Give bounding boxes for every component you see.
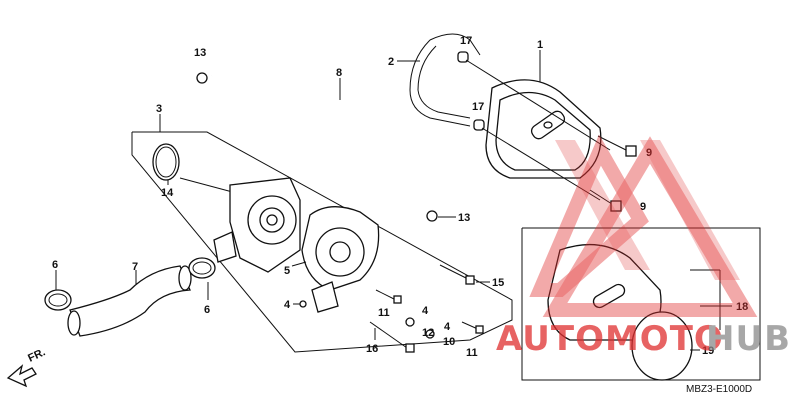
pump-impeller-cover	[291, 206, 380, 313]
washer	[405, 317, 415, 327]
bolt	[439, 264, 490, 285]
bolt	[375, 289, 484, 334]
hose-clamp	[196, 72, 208, 84]
collar	[457, 51, 611, 201]
callout-1: 1	[537, 39, 543, 51]
bolt	[589, 135, 637, 212]
callout-3: 3	[156, 103, 162, 115]
callout-10: 10	[443, 336, 455, 348]
inset-box	[521, 227, 761, 381]
cover-cap	[631, 311, 693, 381]
bolt	[369, 321, 415, 353]
part-labels: 1 2 3 4 4 4 5 6 6 7 8 9 9 10 11 11 12 13…	[52, 35, 748, 359]
callout-13: 13	[458, 212, 470, 224]
callout-14: 14	[161, 187, 174, 199]
watermark-text-prefix: AUTOMOTO	[496, 319, 724, 359]
front-direction-arrow	[6, 364, 37, 388]
bracket	[397, 33, 481, 127]
diagram-code: MBZ3-E1000D	[686, 384, 752, 395]
callout-17: 17	[460, 35, 472, 47]
hose-clamp	[44, 270, 72, 311]
callout-11: 11	[466, 347, 478, 359]
callout-8: 8	[336, 67, 342, 79]
callout-5: 5	[284, 265, 290, 277]
callout-4: 4	[444, 321, 451, 333]
callout-12: 12	[422, 327, 434, 339]
pump-assembly-outline	[131, 131, 513, 353]
callout-19: 19	[702, 345, 714, 357]
callout-17: 17	[472, 101, 484, 113]
watermark-triangle	[555, 140, 650, 270]
o-ring	[152, 143, 180, 181]
callout-15: 15	[492, 277, 504, 289]
washer	[425, 329, 435, 339]
hose-clamp	[426, 210, 438, 222]
front-direction-label: FR.	[26, 346, 47, 364]
washer	[299, 300, 307, 308]
callout-13: 13	[194, 47, 206, 59]
callout-9: 9	[640, 201, 646, 213]
cover-variant	[547, 244, 732, 341]
hose-clamp	[188, 257, 216, 300]
callout-16: 16	[366, 343, 378, 355]
callout-7: 7	[132, 261, 138, 273]
callout-11: 11	[378, 307, 390, 319]
watermark-logo: AUTOMOTO HUB	[496, 134, 791, 359]
pump-body	[179, 177, 301, 273]
water-hose	[67, 265, 192, 337]
callout-18: 18	[736, 301, 748, 313]
callout-2: 2	[388, 56, 394, 68]
callout-6: 6	[52, 259, 58, 271]
callout-6: 6	[204, 304, 210, 316]
callout-9: 9	[646, 147, 652, 159]
callout-4: 4	[284, 299, 291, 311]
callout-4: 4	[422, 305, 429, 317]
watermark-text-suffix: HUB	[706, 319, 791, 359]
